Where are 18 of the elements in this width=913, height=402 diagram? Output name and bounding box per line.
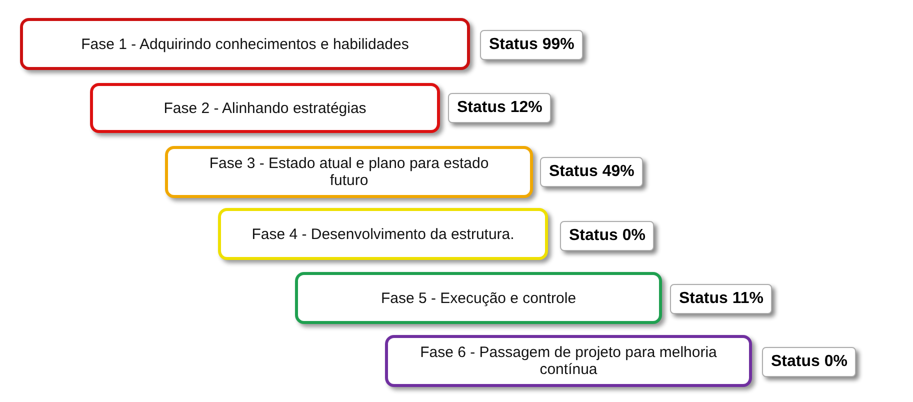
phase-title: Fase 4 - Desenvolvimento da estrutura. xyxy=(252,226,514,242)
status-label: Status 49% xyxy=(540,157,644,187)
phase-box xyxy=(90,83,440,133)
phase-title: Fase 2 - Alinhando estratégias xyxy=(164,100,366,116)
phase-box xyxy=(385,335,752,387)
status-label: Status 99% xyxy=(480,30,584,60)
phase-box xyxy=(218,208,548,260)
phase-box xyxy=(295,272,662,324)
status-label: Status 0% xyxy=(762,347,856,377)
status-label: Status 12% xyxy=(448,93,552,123)
status-label: Status 0% xyxy=(560,221,654,251)
phase-title: Fase 6 - Passagem de projeto para melhoria contínua xyxy=(419,344,718,378)
phase-title: Fase 1 - Adquirindo conhecimentos e habilidades xyxy=(81,36,409,52)
phase-box xyxy=(165,146,533,198)
phase-box xyxy=(20,18,470,70)
status-label: Status 11% xyxy=(670,284,772,314)
phase-title: Fase 5 - Execução e controle xyxy=(380,290,576,306)
phase-title: Fase 3 - Estado atual e plano para estado futuro xyxy=(208,155,490,189)
